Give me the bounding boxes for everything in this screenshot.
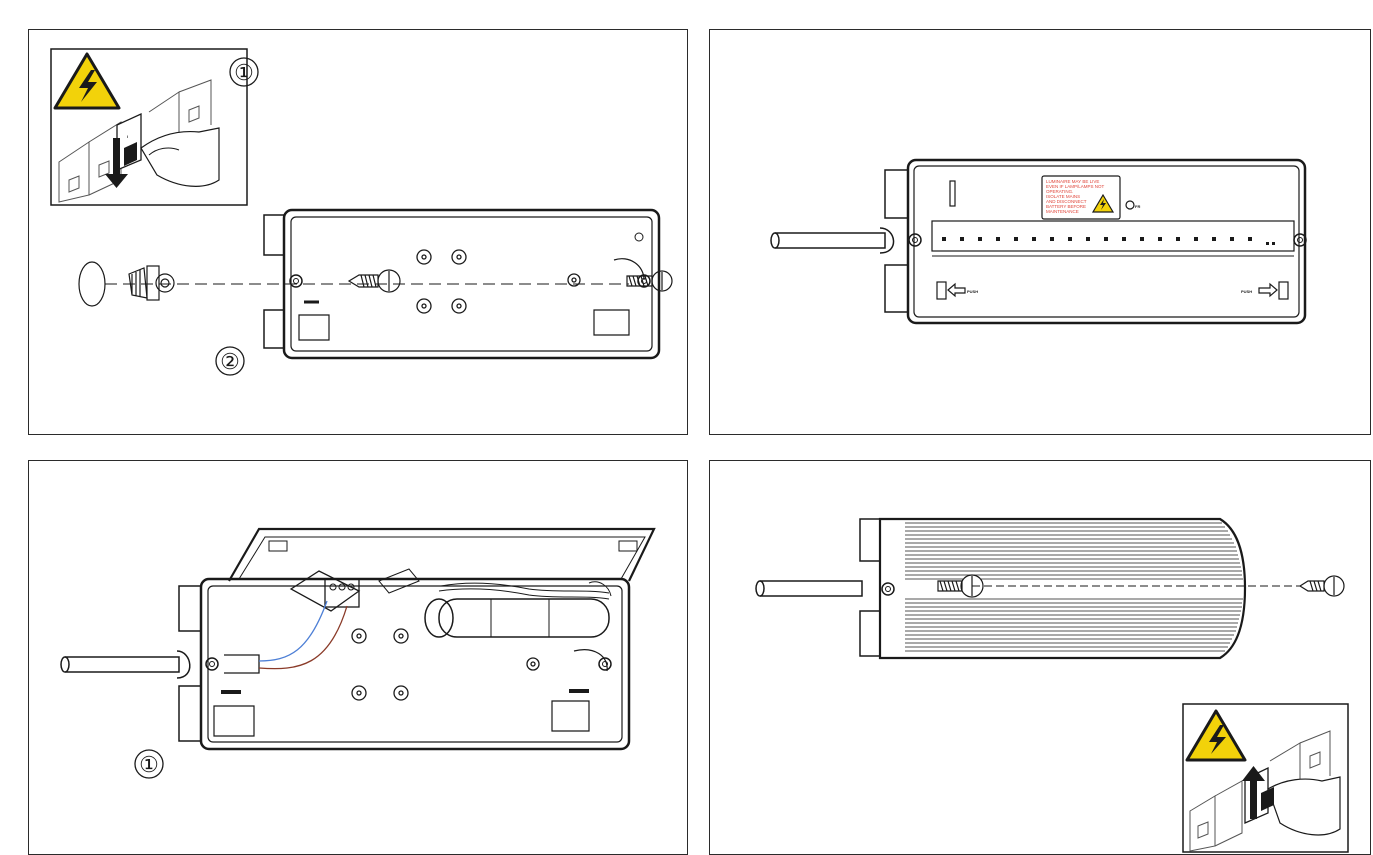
step-circle-2 [215,346,245,376]
step-number-1: ① [234,60,254,85]
switch-on-inset: I 0 [1182,703,1349,853]
high-voltage-warning-icon [1091,193,1115,213]
push-left-label: PUSH [967,289,978,294]
switch-on-arrow-icon [1242,766,1265,819]
switch-off-inset: I [50,48,248,206]
fr-marking: FR [1135,204,1140,209]
step-number-1: ① [139,752,159,777]
push-right-label: PUSH [1241,289,1252,294]
open-housing-drawing: I ① [50,48,673,376]
label-line-7: MAINTENANCE [1046,209,1079,214]
brown-wire [258,605,348,670]
label-line-5: AND DISCONNECT [1046,199,1087,204]
high-voltage-warning-icon [53,52,121,110]
panel-step-open-housing: I ① [28,29,688,435]
switch-off-arrow-icon [105,138,128,188]
push-right-marker [1258,281,1289,300]
svg-text:I: I [127,134,128,139]
screw-icon [626,270,673,292]
step-number-2: ② [220,349,240,374]
screw-icon [347,269,401,293]
cover-ribs [905,522,1243,652]
screw-icon [1298,575,1345,597]
panel-step-wiring: ① [28,460,688,855]
step-circle-1 [229,57,259,87]
maintenance-warning-label: LUMINAIRE MAY BE LIVE EVEN IF LAMP/LAMPS… [1041,175,1121,220]
close-luminaire-drawing: I 0 [755,517,1349,853]
high-voltage-warning-icon [1185,709,1247,762]
label-line-1: LUMINAIRE MAY BE LIVE [1046,179,1099,184]
panel-step-closed-luminaire: LUMINAIRE MAY BE LIVE EVEN IF LAMP/LAMPS… [709,29,1371,435]
panel-step-close-and-switch-on: I 0 [709,460,1371,855]
led-strip [942,237,1275,245]
push-left-marker [936,281,966,300]
label-line-3: OPERATING. [1046,189,1073,194]
step-circle-1 [134,749,164,779]
closed-luminaire-drawing: LUMINAIRE MAY BE LIVE EVEN IF LAMP/LAMPS… [770,158,1307,325]
label-line-6: BATTERY BEFORE [1046,204,1086,209]
wiring-drawing: ① [60,527,656,779]
blue-wire [258,600,328,662]
label-line-4: ISOLATE MAINS [1046,194,1080,199]
label-line-2: EVEN IF LAMP/LAMPS NOT [1046,184,1105,189]
